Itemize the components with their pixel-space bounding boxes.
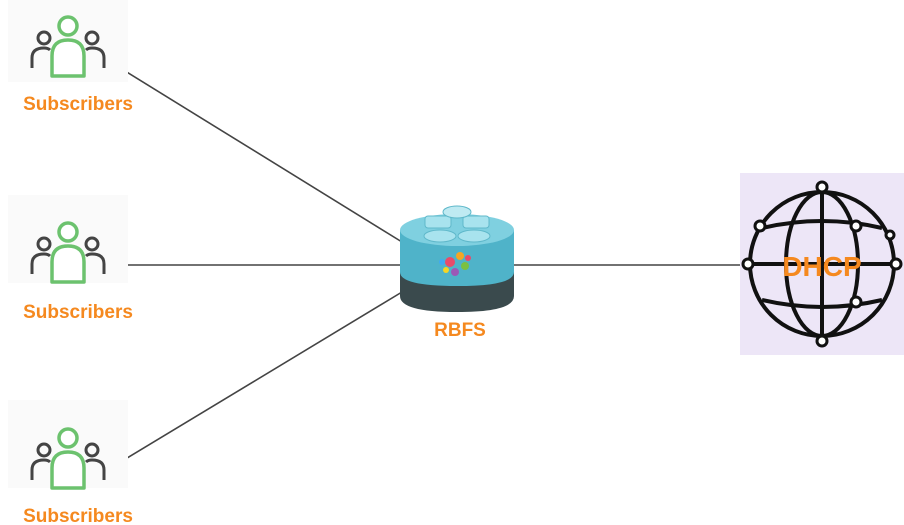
dhcp-node[interactable]: DHCP [740, 173, 904, 355]
user-group-icon [30, 221, 106, 284]
globe-icon [741, 180, 903, 348]
subscriber-label: Subscribers [23, 506, 133, 525]
subscriber-label: Subscribers [23, 302, 133, 323]
rbfs-node[interactable]: RBFS [400, 205, 514, 341]
subscriber-node-3[interactable]: Subscribers [8, 400, 133, 525]
dhcp-label: DHCP [782, 251, 861, 282]
rbfs-label: RBFS [434, 320, 486, 341]
subscriber-node-2[interactable]: Subscribers [8, 195, 133, 323]
subscriber-label: Subscribers [23, 94, 133, 115]
rbfs-logo-icon [439, 252, 471, 276]
user-group-icon [30, 15, 106, 78]
subscriber-node-1[interactable]: Subscribers [8, 0, 133, 115]
connections [103, 57, 748, 473]
user-group-icon [30, 427, 106, 490]
link-subscribers-3-rbfs [103, 291, 403, 473]
router-icon [400, 205, 514, 312]
link-subscribers-1-rbfs [103, 57, 403, 243]
